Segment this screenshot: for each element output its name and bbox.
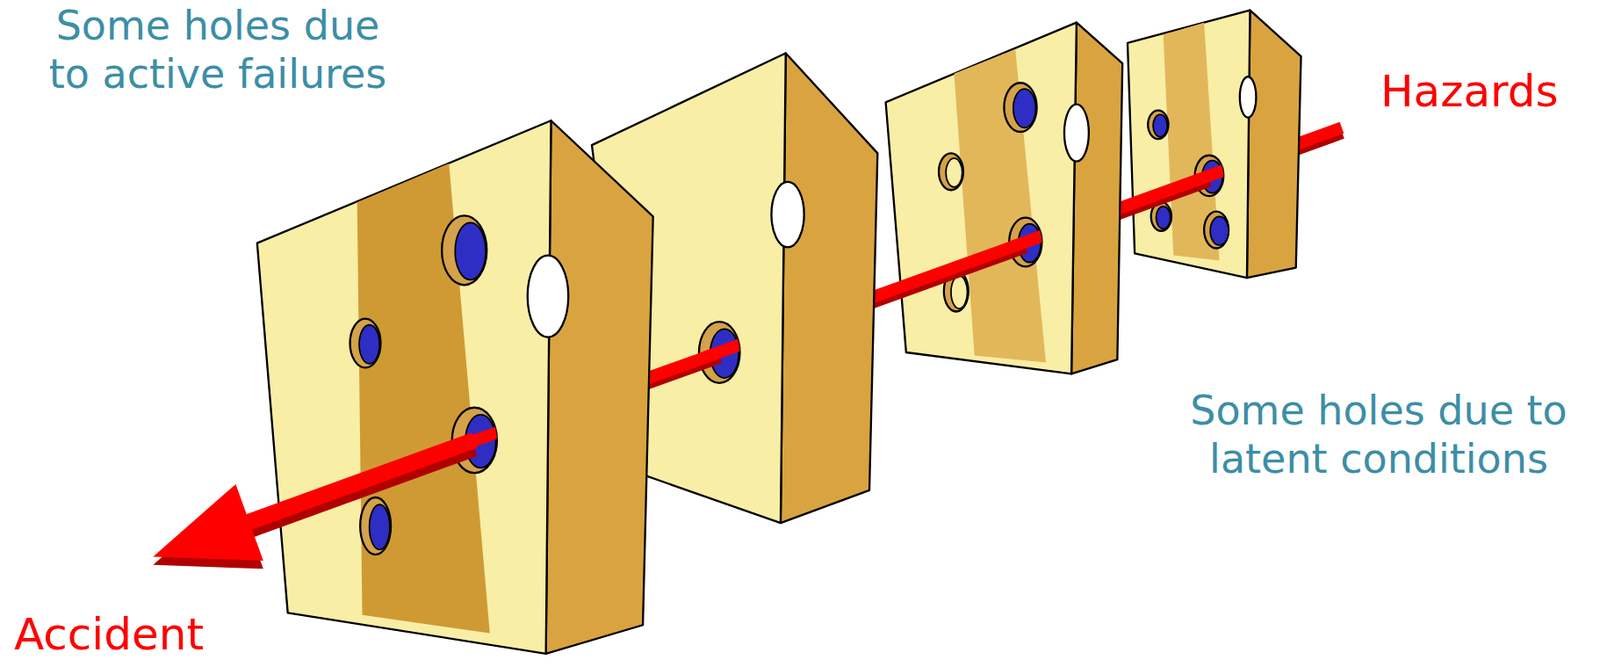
cheese-slice bbox=[886, 22, 1124, 375]
cheese-hole bbox=[1153, 114, 1168, 137]
cheese-hole bbox=[938, 152, 964, 190]
arrow-shaft bbox=[249, 439, 476, 522]
slice-face bbox=[257, 120, 552, 654]
label: Accident bbox=[14, 607, 204, 661]
cheese-hole bbox=[1003, 82, 1037, 132]
slice-side bbox=[1071, 22, 1123, 375]
slice-side bbox=[780, 53, 878, 524]
slice-side bbox=[1246, 10, 1302, 278]
cheese-hole bbox=[1210, 216, 1229, 246]
cheese-hole bbox=[1203, 211, 1229, 249]
arrow-head bbox=[152, 483, 263, 561]
cheese-hole bbox=[1239, 76, 1257, 117]
cheese-hole bbox=[441, 215, 487, 285]
cheese-hole bbox=[527, 255, 569, 338]
cheese-hole bbox=[454, 222, 486, 280]
slice-shade bbox=[357, 163, 491, 634]
cheese-hole bbox=[771, 181, 804, 247]
slice-side bbox=[546, 120, 654, 654]
cheese-hole bbox=[1013, 88, 1037, 128]
slice-face bbox=[886, 22, 1077, 375]
cheese-slice bbox=[257, 120, 654, 654]
cheese-hole bbox=[1064, 104, 1089, 162]
cheese-hole bbox=[951, 275, 968, 309]
cheese-hole bbox=[1156, 206, 1171, 230]
label: Some holes due to active failures bbox=[42, 1, 394, 99]
cheese-slice bbox=[1127, 10, 1302, 278]
cheese-hole bbox=[350, 318, 382, 368]
cheese-hole bbox=[1147, 110, 1168, 140]
cheese-hole bbox=[945, 158, 963, 188]
hazard-arrow bbox=[152, 439, 475, 569]
slice-shade bbox=[953, 49, 1046, 363]
cheese-hole bbox=[360, 497, 391, 555]
arrow-shaft bbox=[249, 352, 721, 522]
slice-face bbox=[1127, 10, 1250, 278]
cheese-hole bbox=[369, 504, 390, 549]
label: Hazards bbox=[1380, 64, 1559, 118]
label: Some holes due to latent conditions bbox=[1167, 386, 1590, 483]
cheese-hole bbox=[359, 324, 380, 364]
